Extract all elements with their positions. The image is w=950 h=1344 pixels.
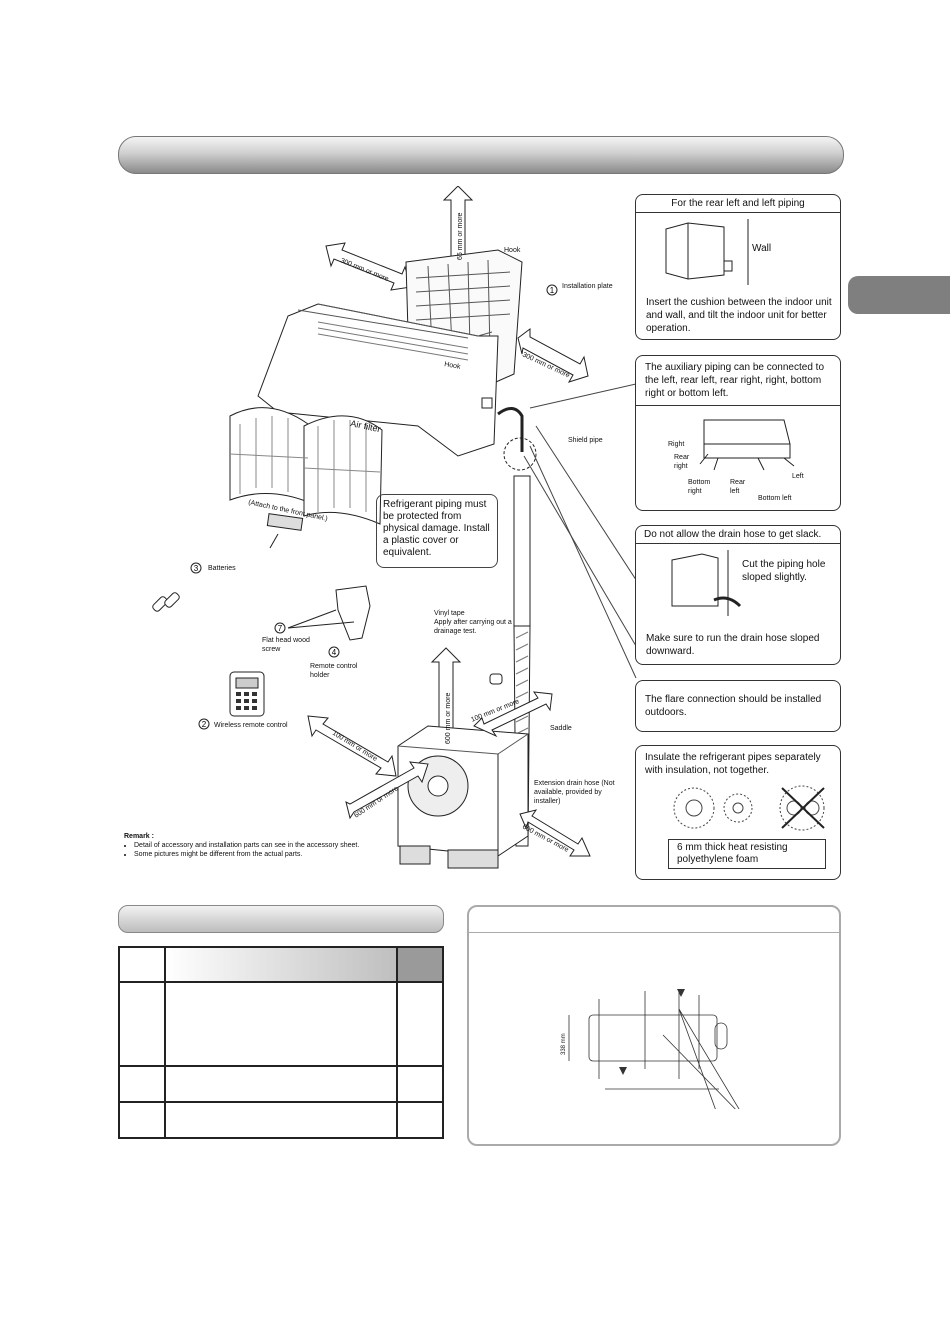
callout-header: Do not allow the drain hose to get slack…	[636, 526, 840, 544]
remark-item: Some pictures might be different from th…	[134, 850, 359, 859]
table-header-cell	[118, 946, 166, 983]
hook-bottom-label: Hook	[444, 361, 462, 371]
rear-left-illustration	[665, 219, 749, 285]
installation-plate-label: Installation plate	[562, 283, 613, 290]
installation-diagram: 65 mm or more 300 mm or more 300 mm or m…	[152, 186, 638, 869]
callout-insulation: Insulate the refrigerant pipes separatel…	[635, 745, 841, 880]
wireless-remote-label: Wireless remote control	[214, 722, 288, 729]
cut-hole-text: Cut the piping hole sloped slightly.	[742, 559, 826, 583]
callout-flare-connection: The flare connection should be installed…	[635, 680, 841, 732]
foam-label: 6 mm thick heat resisting polyethylene f…	[668, 839, 826, 869]
table-header-row	[118, 946, 444, 983]
number-1: 1	[550, 286, 555, 295]
accessory-section-header	[118, 905, 444, 933]
number-2: 2	[202, 720, 207, 729]
callout-text: Insulate the refrigerant pipes separatel…	[645, 752, 821, 776]
label-bottom-left: Bottom left	[758, 495, 792, 502]
label-bottom-right: Bottom right	[688, 479, 711, 495]
dim-outdoor-100-left-label: 100 mm or more	[331, 730, 378, 763]
section-title-bar	[118, 136, 844, 174]
aux-piping-illustration	[699, 419, 795, 471]
dim-arrow-right	[517, 328, 589, 383]
shield-pipe	[497, 407, 524, 452]
remote-holder-icon	[335, 585, 371, 641]
callout-rear-left-piping: For the rear left and left piping Wall I…	[635, 194, 841, 340]
remote-holder-label: Remote control holder	[310, 663, 358, 679]
remark-title: Remark :	[124, 833, 154, 840]
insulation-illustration	[673, 785, 825, 831]
batteries-label: Batteries	[208, 565, 236, 572]
dim-arrow-outdoor-left	[307, 715, 397, 777]
callout-header: For the rear left and left piping	[636, 195, 840, 213]
table-row	[118, 1101, 444, 1139]
page-side-tab	[848, 276, 950, 314]
remark-block: Remark : Detail of accessory and install…	[124, 832, 359, 859]
table-header-cell	[396, 946, 444, 983]
number-3: 3	[194, 564, 199, 573]
dim-top-label: 65 mm or more	[457, 212, 464, 260]
callout-text: Insert the cushion between the indoor un…	[646, 297, 832, 334]
hook-top-label: Hook	[504, 247, 521, 254]
table-header-cell	[164, 946, 398, 983]
dim-arrow-outdoor-right2	[519, 809, 591, 857]
flat-head-screw-label: Flat head wood screw	[262, 637, 310, 653]
label-right: Right	[668, 441, 685, 448]
vinyl-tape-icon	[489, 673, 503, 685]
table-row	[118, 981, 444, 1067]
extension-drain-hose-label: Extension drain hose (Not available, pro…	[534, 780, 615, 805]
callout-text: The flare connection should be installed…	[645, 694, 822, 718]
refrigerant-piping-note: Refrigerant piping must be protected fro…	[376, 494, 498, 568]
wall-label: Wall	[752, 243, 772, 254]
dim-arrow-left	[325, 242, 412, 291]
dim-outdoor-vertical-label: 600 mm or more	[445, 693, 452, 744]
shield-pipe-label: Shield pipe	[568, 437, 603, 444]
callout-auxiliary-piping: The auxiliary piping can be connected to…	[635, 355, 841, 511]
label-left: Left	[792, 473, 804, 480]
number-4: 4	[332, 648, 337, 657]
table-row	[118, 1065, 444, 1103]
height-dimension-label: 338 mm	[561, 1033, 567, 1055]
callout-text: Make sure to run the drain hose sloped d…	[646, 633, 820, 657]
installation-plate-dimension-panel: 338 mm	[467, 905, 841, 1146]
drain-illustration	[671, 550, 742, 616]
refrigerant-pipe-cover	[513, 475, 531, 627]
deodorising-filter	[266, 513, 304, 531]
batteries-icon	[152, 592, 180, 612]
vinyl-tape-label: Vinyl tape Apply after carrying out a dr…	[434, 610, 512, 635]
label-rear-left: Rear left	[730, 479, 746, 495]
callout-drain-hose: Do not allow the drain hose to get slack…	[635, 525, 841, 665]
dim-arrow-outdoor-right	[473, 691, 553, 738]
dim-arrow-outdoor-front	[345, 761, 429, 820]
number-7: 7	[278, 624, 283, 633]
saddle-label: Saddle	[550, 725, 572, 732]
remark-item: Detail of accessory and installation par…	[134, 841, 359, 850]
installation-plate-dimension-drawing: 338 mm	[561, 989, 740, 1109]
label-rear-right: Rear right	[674, 454, 690, 470]
callout-text: The auxiliary piping can be connected to…	[636, 356, 840, 406]
accessory-table	[118, 946, 444, 1139]
